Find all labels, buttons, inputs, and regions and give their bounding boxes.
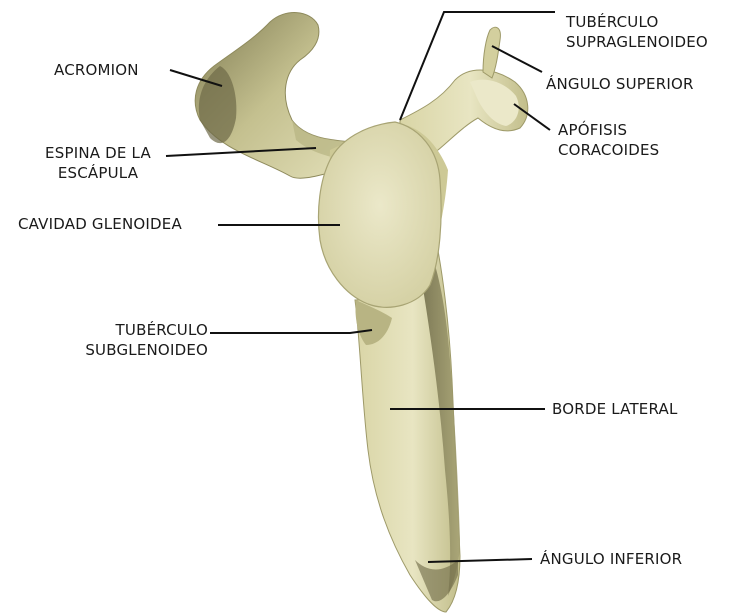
label-cavidad-glenoidea: CAVIDAD GLENOIDEA bbox=[18, 214, 182, 234]
label-acromion: ACROMION bbox=[54, 60, 139, 80]
leader-subglenoideo bbox=[210, 330, 372, 333]
leader-angulo-superior bbox=[492, 46, 542, 72]
label-espina-escapula: ESPINA DE LA ESCÁPULA bbox=[34, 143, 162, 183]
label-apofisis-coracoides: APÓFISIS CORACOIDES bbox=[558, 120, 659, 160]
label-angulo-superior: ÁNGULO SUPERIOR bbox=[546, 74, 694, 94]
glenoid-cavity bbox=[318, 122, 441, 307]
label-tuberculo-supraglenoideo: TUBÉRCULO SUPRAGLENOIDEO bbox=[566, 12, 708, 52]
label-angulo-inferior: ÁNGULO INFERIOR bbox=[540, 549, 682, 569]
label-tuberculo-subglenoideo: TUBÉRCULO SUBGLENOIDEO bbox=[60, 320, 208, 360]
label-borde-lateral: BORDE LATERAL bbox=[552, 399, 678, 419]
